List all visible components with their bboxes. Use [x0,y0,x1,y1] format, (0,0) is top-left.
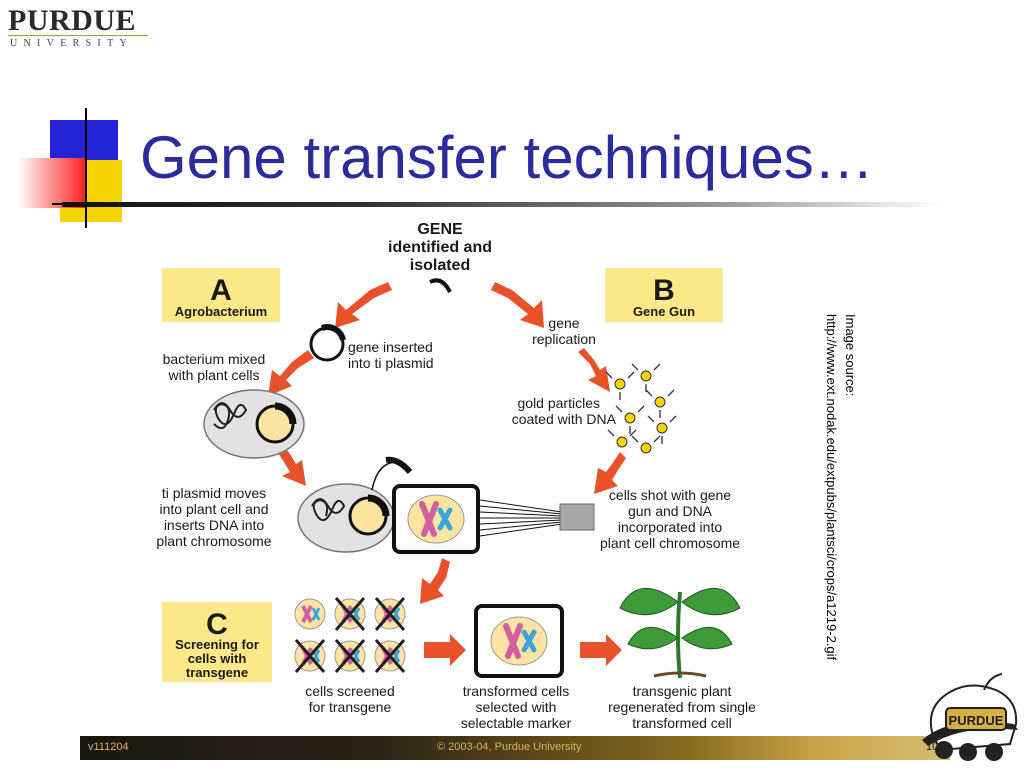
panel-b-letter: B [653,274,675,307]
rejected-cell-marks [294,597,406,673]
process-arrows [268,282,626,666]
arrow-gold-to-shot [594,452,626,494]
replication-line-2: replication [532,331,596,347]
arrow-screen-to-select [424,634,466,666]
transferred-dna [385,456,413,475]
transgenic-line-1: transgenic plant [633,683,732,699]
transformed-line-1: transformed cells [463,683,570,699]
screened-cells-grid [294,598,406,672]
arrow-gene-to-a [335,282,392,328]
chromosome-blue-icon [437,507,453,531]
gold-particles [614,370,668,454]
arrow-select-to-plant [580,634,622,666]
gene-inserted-line-1: gene inserted [348,339,433,355]
transgenic-plant-icon [619,587,741,679]
ti-line-4: plant chromosome [156,533,271,549]
bacterium-line-1: bacterium mixed [163,351,266,367]
panel-c-line-3: transgene [186,665,248,680]
panel-a-box [162,268,280,322]
transgenic-line-3: transformed cell [632,715,732,731]
infected-plasmid-insert [367,494,390,517]
gene-title: GENE identified and isolated [388,221,492,274]
shot-line-1: cells shot with gene [609,487,731,503]
arrow-cell-to-screen [420,558,450,604]
title-underline [62,202,942,207]
purdue-logo: PURDUE UNIVERSITY [8,4,153,52]
transgenic-line-2: regenerated from single [608,699,756,715]
shot-line-2: gun and DNA [628,503,713,519]
plasmid-insert [321,324,346,341]
purdue-train-icon: PURDUE [922,673,1018,761]
image-source-label: Image source: [843,314,858,397]
gold-line-2: coated with DNA [512,411,617,427]
panel-c-letter: C [206,608,228,641]
ti-line-2: into plant cell and [160,501,269,517]
shot-line-3: incorporated into [618,519,723,535]
image-source-url: http://www.ext.nodak.edu/extpubs/plantsc… [824,314,839,661]
logo-rule [8,35,148,36]
transformed-line-3: selectable marker [461,715,572,731]
panel-a-letter: A [210,274,232,307]
arrow-replication-to-gold [578,348,610,392]
screened-line-2: for transgene [309,699,392,715]
panel-b-box [605,268,723,322]
gene-line-1: GENE [417,221,463,238]
gold-particle-dna [605,363,677,444]
gene-line-3: isolated [410,257,470,274]
gene-transfer-diagram: GENE identified and isolated A Agrobacte… [156,221,756,731]
logo-subtext: UNIVERSITY [10,38,133,49]
panel-c-box [162,602,272,682]
bacterium-plasmid-insert [274,402,297,425]
panel-b-label: Gene Gun [633,304,695,319]
arrow-mix-to-cell [276,444,306,486]
panel-c-line-1: Screening for [175,637,259,652]
arrow-gene-to-b [491,282,544,328]
bacterium-line-2: with plant cells [167,367,259,383]
panel-c-line-2: cells with [188,651,247,666]
transformed-chromosome-pink [503,623,523,659]
panel-a-label: Agrobacterium [175,304,267,319]
gene-inserted-line-2: into ti plasmid [348,355,434,371]
gene-gun-icon [559,503,595,531]
transformed-line-2: selected with [476,699,557,715]
footer-copyright: © 2003-04, Purdue University [437,741,582,753]
infected-dna [311,498,346,521]
screened-line-1: cells screened [305,683,395,699]
chromosome-pink-icon [419,501,439,537]
gold-line-1: gold particles [518,395,601,411]
gene-line-2: identified and [388,239,492,256]
gene-gun-beams [479,499,563,537]
arrow-plasmid-to-mix [268,350,314,396]
ti-line-3: inserts DNA into [164,517,265,533]
logo-wordmark: PURDUE [8,4,136,37]
gene-fragment-icon [429,278,452,293]
slide-title: Gene transfer techniques… [140,124,874,191]
bacterium-dna [213,402,248,430]
image-source: Image source: http://www.ext.nodak.edu/e… [818,314,860,694]
mascot-text: PURDUE [949,713,1004,728]
shot-line-4: plant cell chromosome [600,535,740,551]
red-square [18,158,86,208]
decorative-squares [18,108,132,228]
ti-line-1: ti plasmid moves [162,485,266,501]
transformed-chromosome-blue [521,629,537,653]
footer-version: v111204 [88,741,129,753]
replication-line-1: gene [548,315,579,331]
footer-bar: v111204 © 2003-04, Purdue University 10 [80,736,950,760]
